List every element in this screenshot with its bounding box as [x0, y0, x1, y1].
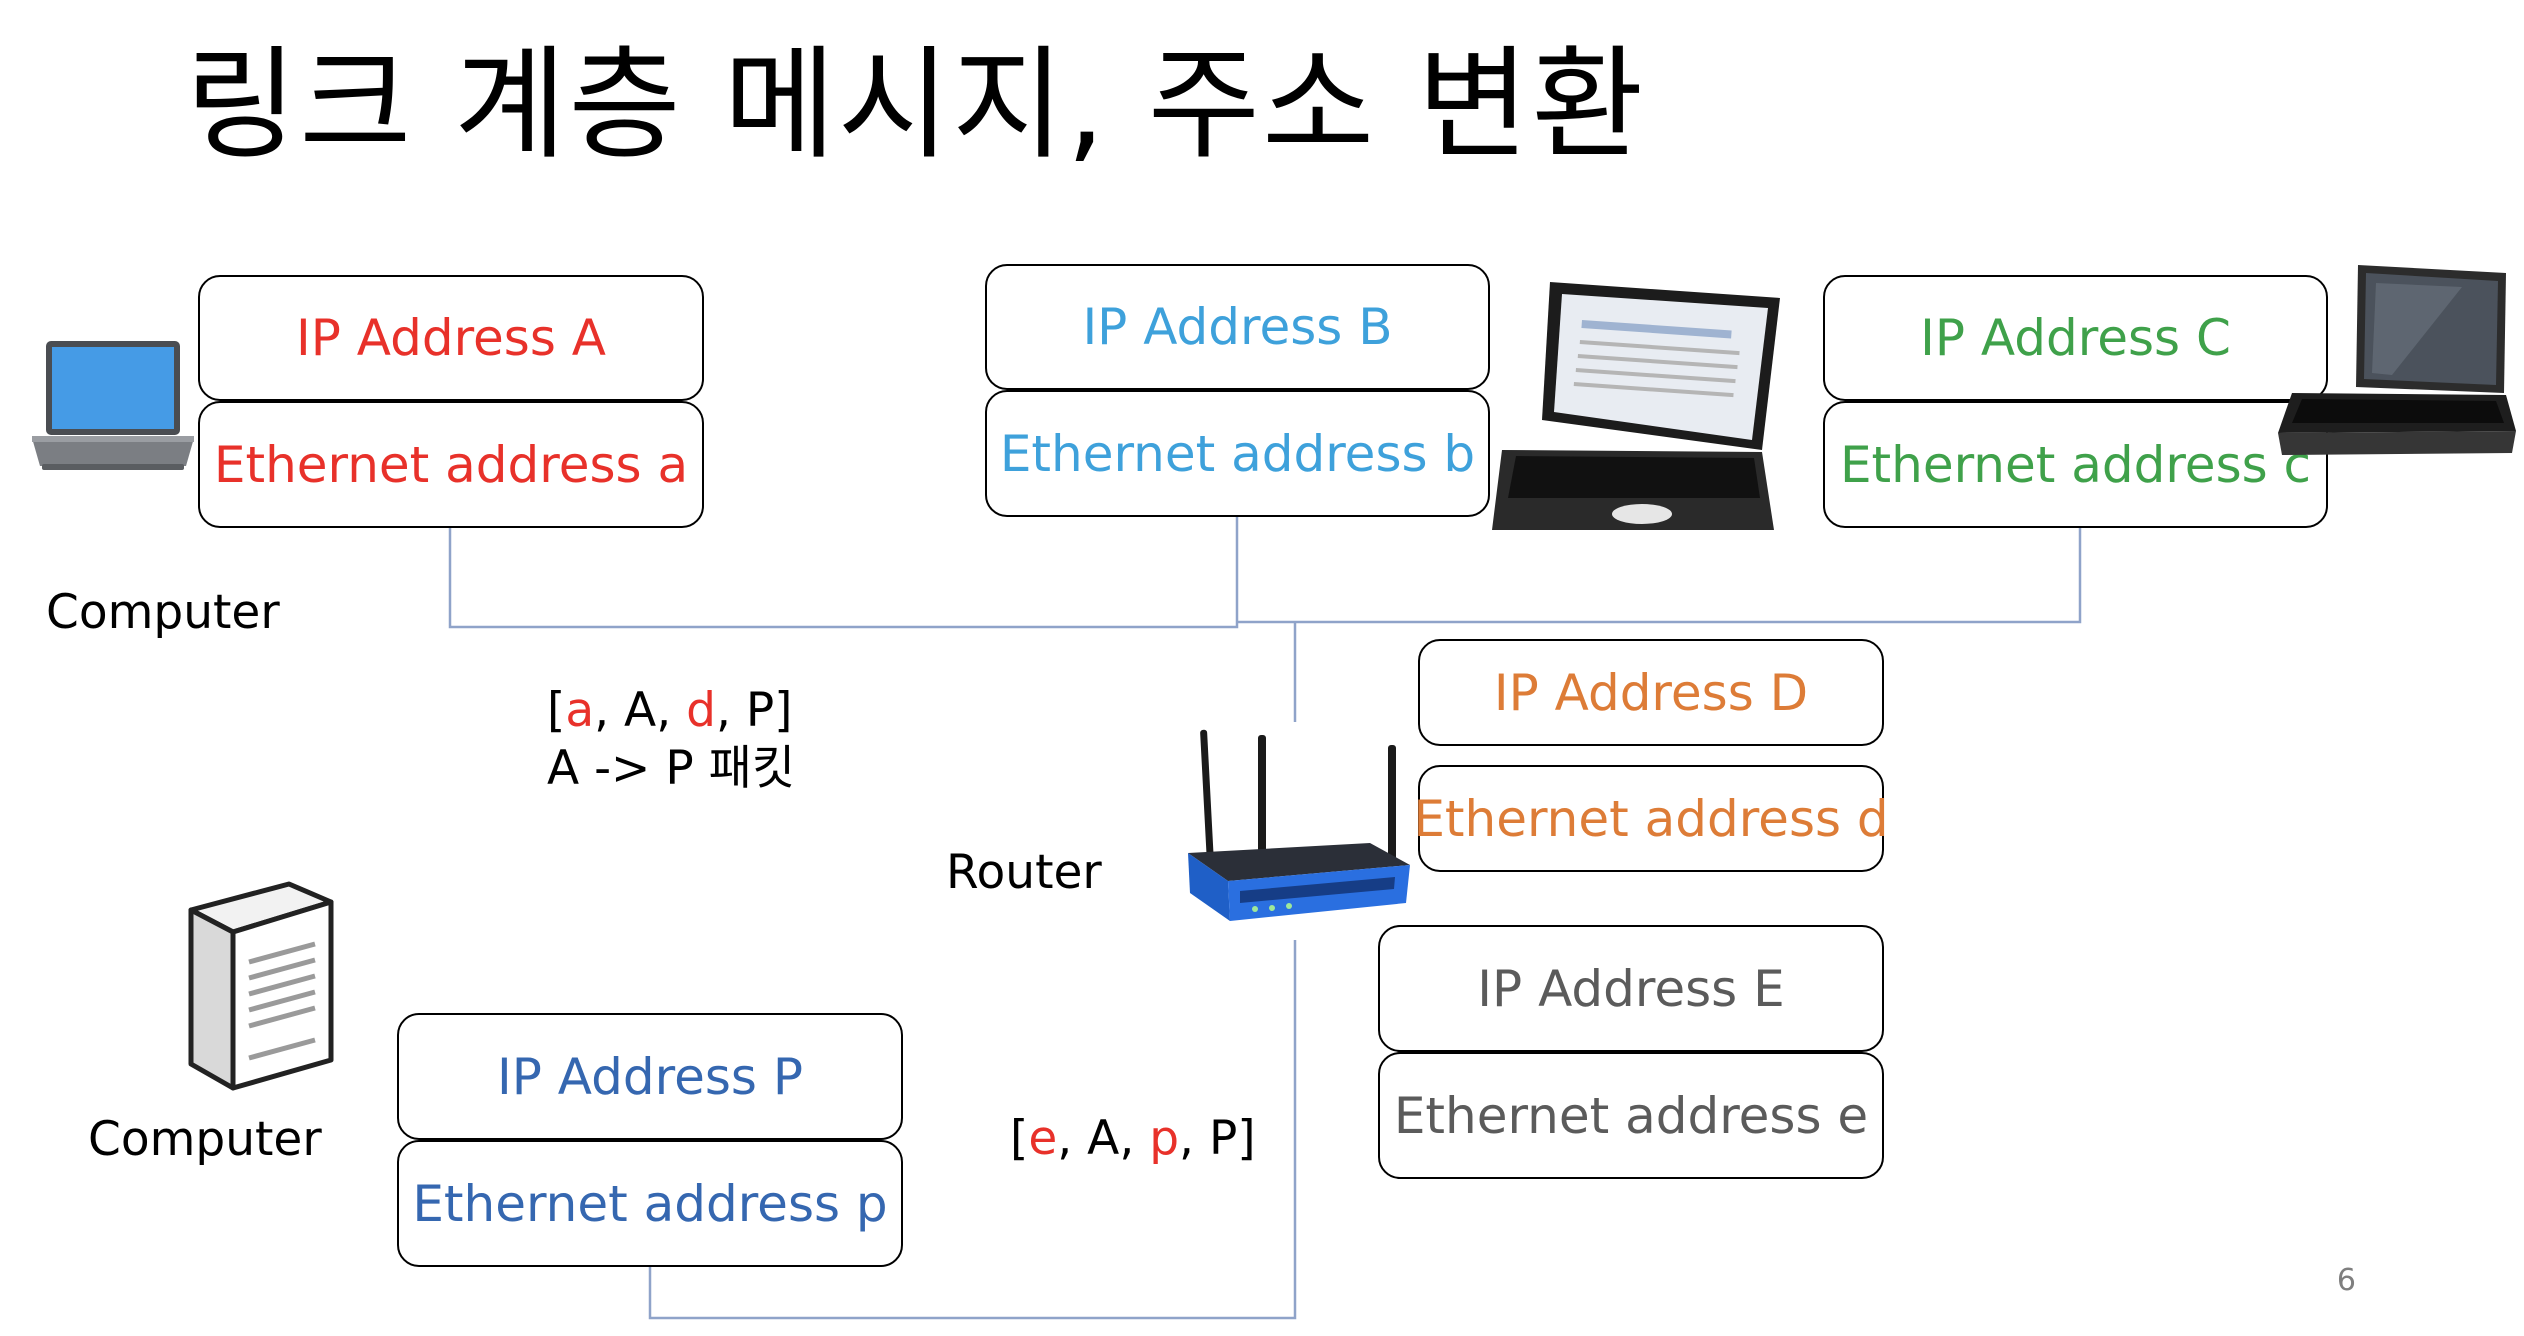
link-c [1237, 528, 2082, 624]
bracket-open: [ [1010, 1111, 1029, 1166]
frame-1-dst-ip: P [745, 683, 775, 738]
laptop-icon [32, 341, 194, 470]
ethernet-address-c-box: Ethernet address c [1823, 401, 2328, 528]
frame-1-src-ip: A [624, 683, 657, 738]
laptop-icon [2278, 265, 2516, 455]
separator: , [1057, 1111, 1088, 1166]
separator: , [715, 683, 746, 738]
ethernet-address-d-box: Ethernet address d [1413, 765, 1889, 872]
frame-1-fields: [a, A, d, P] [547, 682, 795, 740]
frame-2-dst-mac: p [1149, 1111, 1180, 1166]
computer-label-bottom: Computer [88, 1112, 322, 1167]
separator: , [1179, 1111, 1209, 1166]
link-router-down [648, 940, 1297, 1320]
link-a [448, 517, 1239, 629]
ethernet-address-a-box: Ethernet address a [198, 401, 704, 528]
frame-2-label: [e, A, p, P] [1010, 1110, 1256, 1168]
laptop-icon [1492, 282, 1780, 530]
frame-2-src-ip: A [1087, 1111, 1120, 1166]
server-icon [188, 881, 334, 1091]
ip-address-c-box: IP Address C [1823, 275, 2328, 401]
router-icon [1188, 729, 1410, 921]
bracket-open: [ [547, 683, 566, 738]
ip-address-b-box: IP Address B [985, 264, 1490, 390]
ethernet-address-e-box: Ethernet address e [1378, 1052, 1884, 1179]
ip-address-a-box: IP Address A [198, 275, 704, 401]
computer-label-top: Computer [46, 585, 280, 640]
ip-address-d-box: IP Address D [1418, 639, 1884, 746]
separator: , [1119, 1111, 1150, 1166]
ethernet-address-b-box: Ethernet address b [985, 390, 1490, 517]
frame-2-src-mac: e [1028, 1111, 1058, 1166]
separator: , [656, 683, 687, 738]
bracket-close: ] [774, 683, 793, 738]
page-number: 6 [2336, 1263, 2356, 1298]
ethernet-address-p-box: Ethernet address p [397, 1140, 903, 1267]
ip-address-e-box: IP Address E [1378, 925, 1884, 1052]
frame-2-dst-ip: P [1208, 1111, 1238, 1166]
frame-1-src-mac: a [565, 683, 595, 738]
slide-title: 링크 계층 메시지, 주소 변환 [185, 34, 1646, 176]
bracket-close: ] [1237, 1111, 1256, 1166]
frame-1-dst-mac: d [686, 683, 716, 738]
frame-1-packet-desc: A -> P 패킷 [547, 741, 796, 796]
frame-1-label: [a, A, d, P] A -> P 패킷 [547, 682, 795, 798]
separator: , [594, 683, 625, 738]
ip-address-p-box: IP Address P [397, 1013, 903, 1140]
router-label: Router [946, 845, 1102, 900]
